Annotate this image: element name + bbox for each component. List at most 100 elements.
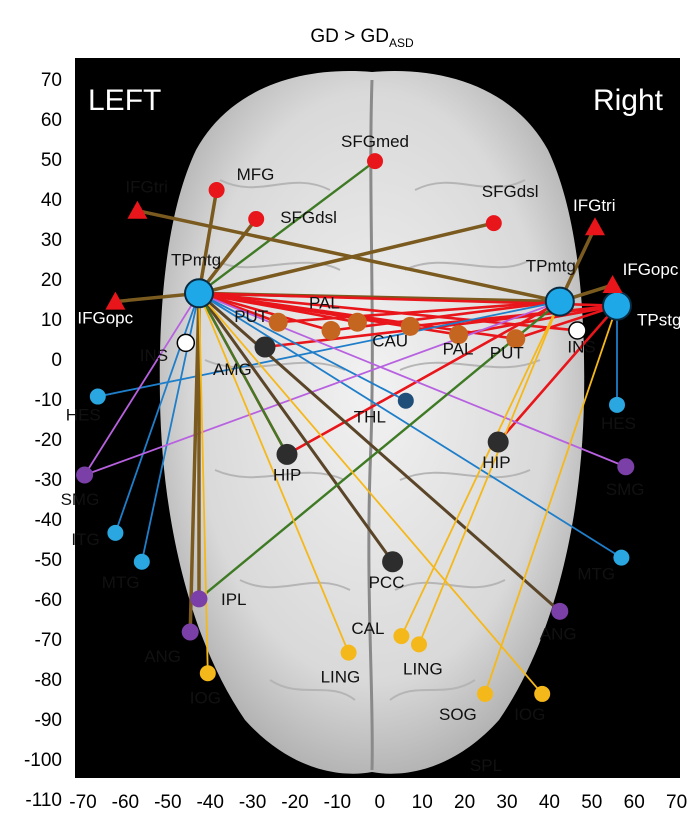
brain-silhouette: [159, 71, 585, 774]
x-tick-label: 40: [539, 792, 560, 813]
connection-edge: [83, 300, 561, 476]
region-node-hes_r: [609, 396, 625, 413]
region-label-amg_l: AMG: [213, 360, 252, 379]
region-label-mtg_l: MTG: [102, 573, 140, 592]
region-node-tpstg_r: [602, 290, 632, 321]
region-node-ling_l: [340, 644, 357, 661]
region-label-ins_r: INS: [567, 337, 595, 356]
region-label-sfgdsl_l: SFGdsl: [280, 208, 337, 227]
connection-edge: [197, 292, 289, 456]
region-label-sfgdsl_r: SFGdsl: [482, 182, 539, 201]
connection-edge: [197, 188, 219, 296]
x-tick-label: -50: [154, 792, 181, 813]
region-label-ifgtri_r: IFGtri: [573, 196, 616, 215]
connection-edge: [197, 292, 333, 332]
region-label-itg_l: ITG: [71, 530, 99, 549]
spl-label: SPL: [470, 756, 502, 775]
region-node-sog_r: [477, 685, 493, 702]
region-node-ins_r: [568, 321, 587, 340]
figure-title: GD > GDASD: [310, 26, 414, 50]
region-label-tpmtg_r: TPmtg: [526, 257, 576, 276]
title-main: GD > GD: [310, 26, 389, 47]
region-node-itg_l: [107, 524, 124, 541]
region-nodes: [76, 153, 635, 702]
connection-edge: [408, 304, 619, 328]
region-label-ifgtri_l: IFGtri: [125, 178, 167, 197]
x-tick-label: 20: [454, 792, 475, 813]
hemisphere-left-label: LEFT: [88, 84, 161, 117]
region-node-ifgtri_l: [127, 200, 148, 219]
connection-edge: [197, 159, 377, 295]
x-tick-label: -40: [196, 792, 223, 813]
region-node-hes_l: [89, 388, 106, 405]
y-tick-label: -90: [35, 710, 62, 731]
region-node-put_r: [506, 329, 526, 349]
region-label-pal_r: PAL: [443, 340, 474, 359]
region-node-tpmtg_l: [184, 278, 214, 309]
y-tick-label: -110: [25, 790, 62, 811]
region-node-ifgopc_l: [105, 291, 126, 310]
y-tick-label: -40: [35, 510, 62, 531]
connection-edge: [198, 292, 407, 402]
y-tick-label: -10: [35, 390, 62, 411]
region-node-cau_l: [347, 312, 367, 332]
region-label-smg_l: SMG: [61, 490, 100, 509]
region-node-ang_r: [551, 602, 569, 620]
region-label-mtg_r: MTG: [577, 565, 615, 584]
region-label-pcc: PCC: [369, 573, 405, 592]
region-node-smg_l: [76, 466, 94, 484]
connection-edge: [197, 221, 496, 296]
region-node-ifgtri_r: [585, 217, 605, 236]
x-tick-label: 30: [496, 792, 517, 813]
connection-edge: [197, 291, 395, 564]
connection-edge: [135, 208, 562, 304]
y-tick-label: 50: [41, 150, 62, 171]
region-label-cal: CAL: [351, 619, 384, 638]
connection-edge: [285, 300, 562, 456]
y-tick-label: 40: [41, 190, 62, 211]
region-label-hip_r: HIP: [482, 453, 510, 472]
connection-edge: [276, 300, 562, 324]
region-node-pal_r: [449, 325, 469, 345]
y-tick-label: -100: [24, 750, 62, 771]
connection-edge: [197, 217, 258, 296]
hemisphere-right-label: Right: [593, 84, 664, 117]
region-label-sog_r: SOG: [439, 705, 477, 724]
region-node-cal: [393, 628, 410, 645]
y-tick-label: 10: [41, 310, 62, 331]
region-node-pal_l: [321, 320, 341, 340]
y-tick-label: 60: [41, 110, 62, 131]
y-tick-label: -30: [35, 470, 62, 491]
x-tick-label: 50: [581, 792, 602, 813]
region-node-tpmtg_r: [544, 286, 575, 317]
title-subscript: ASD: [389, 36, 414, 50]
region-node-ling_r: [411, 636, 427, 653]
connection-edge: [496, 304, 619, 444]
region-node-mfg_l: [208, 182, 225, 199]
connection-edge: [83, 292, 200, 476]
y-tick-label: 0: [51, 350, 62, 371]
y-tick-label: -70: [35, 630, 62, 651]
x-tick-label: 0: [375, 792, 386, 813]
region-label-tpmtg_l: TPmtg: [171, 250, 221, 269]
region-label-cau_r: CAU: [372, 331, 408, 350]
connection-edge: [400, 300, 561, 637]
region-node-ipl_l: [190, 590, 208, 608]
region-label-put_r: PUT: [490, 344, 524, 363]
connection-edge: [198, 292, 209, 675]
connection-edge: [484, 304, 618, 695]
connection-edge: [198, 292, 350, 654]
region-label-ifgopc_r: IFGopc: [623, 260, 679, 279]
region-label-smg_r: SMG: [606, 480, 645, 499]
region-label-ins_l: INS: [140, 346, 168, 365]
y-tick-label: -50: [35, 550, 62, 571]
region-node-ins_l: [176, 333, 196, 353]
region-label-hip_l: HIP: [273, 465, 301, 484]
x-tick-label: -70: [69, 792, 96, 813]
region-label-hes_r: HES: [601, 414, 636, 433]
y-tick-label: -60: [35, 590, 62, 611]
region-label-iog_r: IOG: [514, 705, 545, 724]
region-node-iog_r: [534, 685, 551, 702]
